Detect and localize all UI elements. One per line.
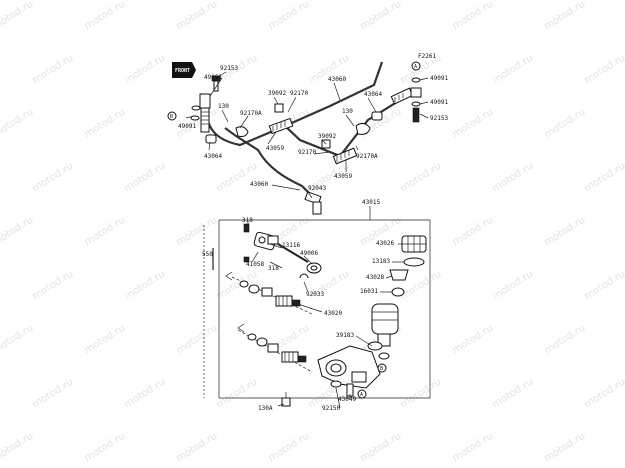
clamp-130-right [355,122,371,135]
callout-43015: 43015 [362,199,380,206]
marker-a-lower: A [357,389,367,399]
callout-43059: 43059 [266,145,284,152]
callout-92170A: 92170A [356,153,378,160]
assembly-frame [219,219,431,399]
callout-92043: 92043 [308,185,326,192]
piston-kit-43020 [225,271,313,315]
callout-39183: 39183 [336,332,354,339]
callout-41058: 41058 [246,261,264,268]
hose-fitting-right [390,87,414,105]
callout-130A: 130A [258,405,273,412]
reservoir-cap-43026 [401,235,427,253]
front-badge: FRONT [172,62,196,78]
callout-13183: 13183 [372,258,390,265]
diagram-code: F2261 [418,53,436,60]
hose-clamp-43064-left [205,134,217,144]
callout-318: 318 [242,217,253,224]
callout-43026: 43026 [376,240,394,247]
callout-49091: 49091 [430,99,448,106]
callout-43059: 43059 [334,173,352,180]
spring-43059-mid [332,147,358,165]
svg-text:A: A [360,392,363,398]
diaphragm-43028 [389,269,409,281]
callout-16031: 16031 [360,288,378,295]
washer-92150 [330,380,342,388]
svg-text:FRONT: FRONT [175,68,190,74]
callout-92033: 92033 [306,291,324,298]
callout-92170: 92170 [290,90,308,97]
master-cylinder-body [317,345,381,389]
callout-39092: 39092 [268,90,286,97]
svg-text:A: A [414,64,417,70]
callout-43060: 43060 [328,76,346,83]
marker-a-top: A [411,61,421,71]
callout-43020: 43020 [324,310,342,317]
bolt-92153-left [211,75,221,92]
circlip-92033 [299,273,309,279]
clamp-92170A-left [235,126,249,137]
callout-labels: 92153 49091 49091 43064 130 92170A 43059… [178,65,448,412]
callout-49006: 49006 [300,250,318,257]
clutch-hose-mid [284,96,406,158]
bolt-130A [281,392,291,407]
callout-43060: 43060 [250,181,268,188]
callout-92170A: 92170A [240,110,262,117]
grommet-39183 [367,341,390,360]
callout-39092: 39092 [318,133,336,140]
pin-318 [243,223,250,263]
boot-49006 [306,262,322,274]
bracket-39092-upper [274,103,284,113]
leader-lines [185,71,429,409]
callout-92153: 92153 [220,65,238,72]
reservoir-body [371,303,399,347]
callout-13116: 13116 [282,242,300,249]
callout-49091: 49091 [178,123,196,130]
svg-text:B: B [170,114,173,120]
push-rod-13116 [277,243,309,263]
callout-550: 550 [202,251,213,258]
spring-43059-upper [268,117,294,135]
callout-49091: 49091 [204,74,222,81]
clamp-43064-right [371,111,383,121]
plate-13183 [403,257,425,267]
clevis-41058 [253,231,279,251]
callout-43064: 43064 [204,153,222,160]
callout-130: 130 [342,108,353,115]
callout-92153: 92153 [430,115,448,122]
callout-43028: 43028 [366,274,384,281]
hose-fitting-left [199,93,211,133]
callout-130: 130 [218,103,229,110]
banjo-bolt-right [410,77,422,123]
callout-49091: 49091 [430,75,448,82]
clutch-hose-lower [224,127,317,201]
callout-92170: 92170 [298,149,316,156]
piston-kit-lower [237,323,313,373]
callout-92150: 92150 [322,405,340,412]
svg-text:B: B [380,366,383,372]
fitting-92043 [304,191,322,215]
float-16031 [391,287,405,297]
callout-43064: 43064 [364,91,382,98]
marker-b-left: B [167,111,177,121]
callout-43049: 43049 [338,396,356,403]
callout-318: 318 [268,265,279,272]
washer-49091-left [190,105,201,121]
marker-b-lower: B [377,363,387,373]
